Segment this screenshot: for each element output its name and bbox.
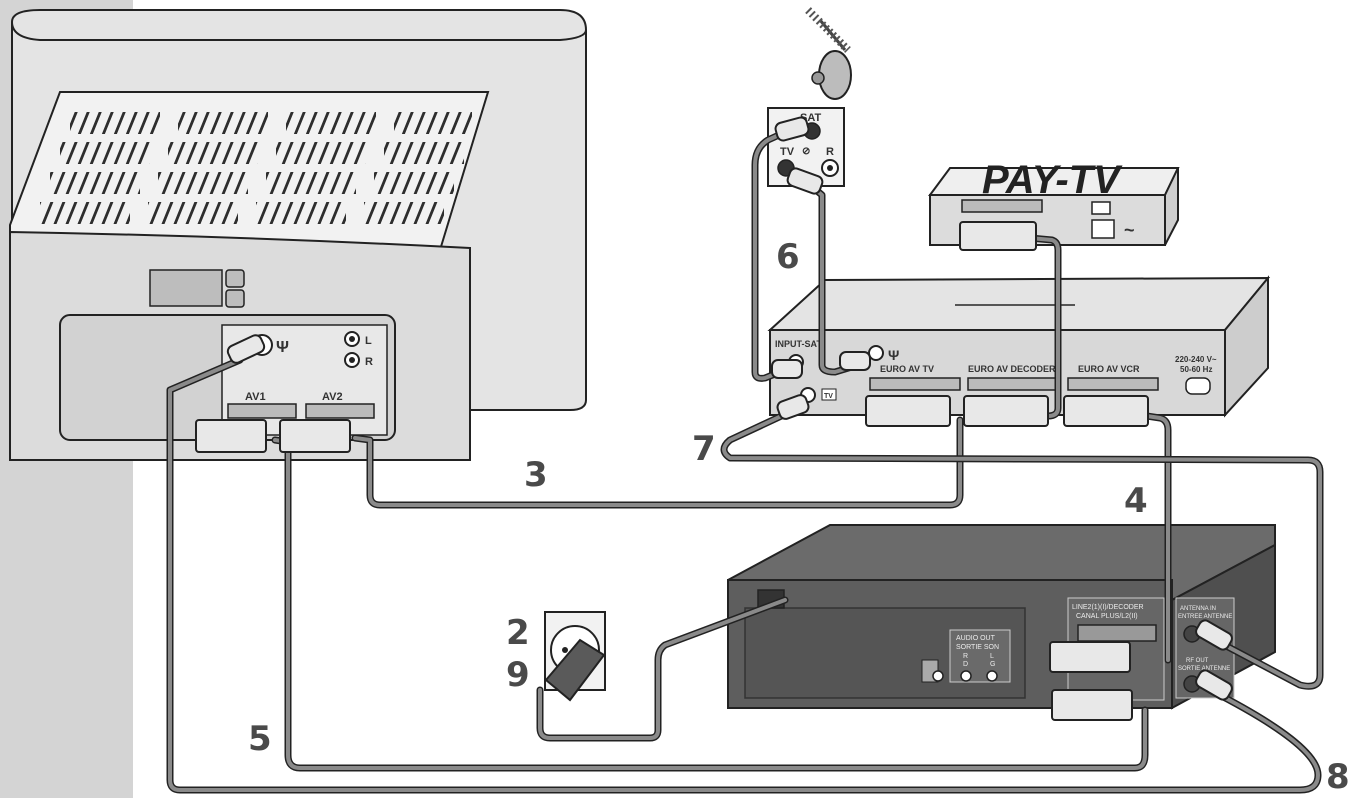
vcr-audio-l-jack[interactable] (986, 670, 998, 682)
coax-plug-input-sat[interactable] (771, 359, 803, 379)
satellite-receiver: INPUT-SAT Ψ TV EURO AV TV EURO AV DECODE… (767, 275, 1271, 418)
socket-tv-label: TV (780, 146, 795, 158)
receiver-euro-av-decoder-label: EURO AV DECODER (968, 364, 1056, 374)
scart-plug-vcr-upper[interactable] (1049, 641, 1131, 673)
tv-rear: Ψ L R AV1 AV2 (9, 9, 587, 461)
receiver-antenna-symbol: Ψ (888, 347, 899, 363)
scart-plug-av2[interactable] (279, 419, 351, 453)
satellite-dish (805, 7, 852, 100)
vcr-line2-scart[interactable] (1077, 624, 1157, 642)
callout-6: 6 (776, 237, 800, 277)
receiver-input-sat-label: INPUT-SAT (775, 339, 822, 349)
scart-plug-vcr-lower[interactable] (1051, 689, 1133, 721)
vcr-sortie-son-label: SORTIE SON (956, 644, 999, 651)
coax-plug-socket-sat[interactable] (774, 116, 810, 142)
callout-8: 8 (1326, 757, 1350, 797)
callout-9: 9 (506, 655, 530, 695)
scart-plug-euro-av-vcr[interactable] (1063, 395, 1149, 427)
vcr-antenna-in-label: ANTENNA IN (1180, 606, 1216, 612)
coax-plug-receiver-antenna[interactable] (839, 351, 871, 371)
tv-av1-scart[interactable] (227, 403, 297, 419)
tv-av1-label: AV1 (245, 391, 266, 403)
scart-plug-pay-tv[interactable] (959, 221, 1037, 251)
callout-5: 5 (248, 719, 272, 759)
tv-av2-scart[interactable] (305, 403, 375, 419)
tv-antenna-plug[interactable] (226, 333, 266, 365)
callout-2: 2 (506, 613, 530, 653)
receiver-euro-av-tv-label: EURO AV TV (880, 364, 934, 374)
tv-av2-label: AV2 (322, 391, 343, 403)
receiver-euro-av-vcr-label: EURO AV VCR (1078, 364, 1140, 374)
tv-audio-l-label: L (365, 335, 372, 347)
pay-tv-label: PAY-TV (982, 158, 1123, 202)
socket-symbol: ⊘ (802, 146, 810, 157)
vcr-audio-jack-1[interactable] (932, 670, 944, 682)
callout-4: 4 (1124, 481, 1148, 521)
plugs (195, 116, 1234, 721)
vcr-r-label: R (963, 653, 968, 660)
pay-tv-power-symbol: ~ (1124, 220, 1135, 240)
pay-tv-decoder: PAY-TV ~ (928, 158, 1180, 246)
socket-r-label: R (826, 146, 834, 158)
cables (166, 126, 1324, 794)
coax-plug-vcr-rf-out[interactable] (1194, 668, 1234, 702)
vcr-line2-label-2: CANAL PLUS/L2(II) (1076, 613, 1138, 620)
mains-plug[interactable] (544, 638, 606, 702)
receiver-power-inlet[interactable] (1185, 377, 1211, 395)
vcr-sortie-antenne-label: SORTIE ANTENNE (1178, 666, 1230, 672)
coax-plug-receiver-tv[interactable] (776, 393, 810, 420)
receiver-tv-out-label: TV (824, 393, 833, 400)
vcr: AUDIO OUT SORTIE SON R D L G LINE2(1)(I)… (727, 524, 1276, 710)
callout-3: 3 (524, 455, 548, 495)
scart-plug-av1[interactable] (195, 419, 267, 453)
vcr-g-label: G (990, 661, 995, 668)
callout-7: 7 (692, 429, 716, 469)
vcr-line2-label-1: LINE2(1)(I)/DECODER (1072, 604, 1144, 611)
receiver-power-label-2: 50-60 Hz (1180, 365, 1212, 374)
scart-plug-euro-av-tv[interactable] (865, 395, 951, 427)
vcr-entree-antenne-label: ENTREE ANTENNE (1178, 614, 1232, 620)
vcr-d-label: D (963, 661, 968, 668)
receiver-power-label-1: 220-240 V~ (1175, 355, 1217, 364)
tv-vent-grille (40, 112, 472, 224)
vcr-audio-out-label: AUDIO OUT (956, 635, 996, 642)
receiver-antenna-jack[interactable] (868, 345, 884, 361)
coax-plug-vcr-antenna-in[interactable] (1194, 618, 1234, 652)
vcr-rf-out-label: RF OUT (1186, 658, 1209, 664)
tv-antenna-symbol: Ψ (276, 339, 289, 356)
coax-plug-socket-tv[interactable] (786, 167, 824, 196)
scart-plug-euro-av-decoder[interactable] (963, 395, 1049, 427)
vcr-audio-r-jack[interactable] (960, 670, 972, 682)
step-callouts: 2 3 4 5 6 7 8 9 (248, 237, 1350, 797)
tv-audio-r-label: R (365, 356, 373, 368)
vcr-l-label: L (990, 653, 994, 660)
